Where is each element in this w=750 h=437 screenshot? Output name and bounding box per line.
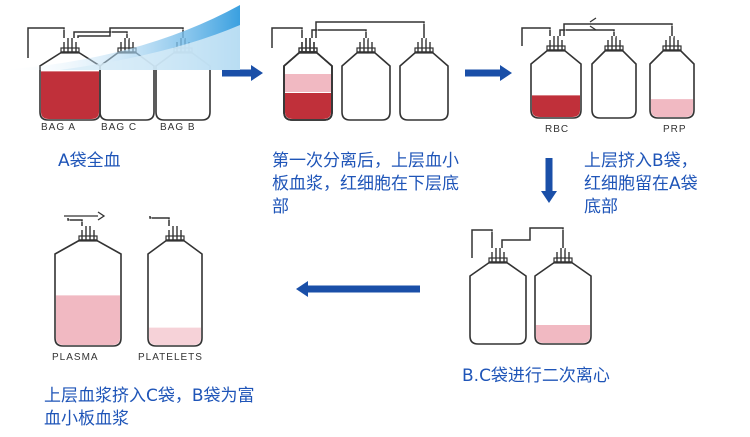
bag-b (155, 51, 211, 121)
stage4-bag-c-cap (488, 257, 508, 264)
stage5-bag-platelets (147, 239, 203, 347)
stage5-bag-plasma-cap (78, 235, 98, 242)
arrow-step-3-to-4 (541, 158, 557, 203)
stage5-tube-plasma (67, 218, 83, 226)
stage4-bag-b-cap (553, 257, 573, 264)
stage3-bag-prp (649, 49, 695, 119)
stage2-tube-a-b (315, 21, 425, 38)
stage5-bag-platelets-fill (149, 327, 201, 345)
stage3-bag-c (591, 49, 637, 119)
stage2-bag-c-cap (356, 47, 376, 54)
stage3-bag-rbc-ports (549, 36, 563, 50)
stage3-bag-prp-fill (651, 99, 693, 117)
arrow-step-4-to-5 (296, 281, 420, 297)
stage4-tube-b-c-inner (503, 229, 565, 250)
stage2-bag-a-outline (283, 51, 333, 121)
bag-a-cap (60, 47, 80, 54)
tube-a-loop-inner (29, 29, 66, 60)
bag-label-bag-b: BAG B (160, 122, 196, 133)
stage5-tube-plasma-inner (69, 219, 84, 228)
stage5-bag-platelets-cap (165, 235, 185, 242)
bag-label-bag-a: BAG A (41, 122, 77, 133)
stage4-tube-loop-inner (473, 231, 494, 260)
step-2-caption: 第一次分离后，上层血小板血浆，红细胞在下层底部 (272, 151, 459, 217)
stage3-tube-a-c (559, 29, 615, 36)
stage3-clamp (589, 17, 597, 31)
stage3-bag-rbc-fill (532, 95, 580, 117)
stage5-tube-platelets (149, 216, 170, 226)
stage3-bag-c-cap (604, 45, 624, 52)
stage3-tube-a-b-inner (565, 25, 674, 38)
stage3-bag-prp-ports (665, 36, 679, 50)
stage3-tube-a-b (563, 23, 673, 36)
arrow-step-1-to-2 (222, 65, 263, 81)
tube-a-c-inner (75, 33, 129, 40)
stage2-bag-a-top-cap (298, 47, 318, 54)
stage5-bag-plasma-fill (56, 295, 120, 345)
stage2-tube-loop (271, 27, 303, 48)
stage5-tube-platelets-inner (151, 217, 171, 228)
stage2-tube-a-c (311, 29, 367, 38)
stage2-bag-a-top-ports (301, 38, 315, 52)
stage4-bag-b (534, 261, 592, 345)
tube-a-loop (27, 27, 65, 58)
stage3-bag-rbc-cap (546, 45, 566, 52)
step-1-caption: A袋全血 (58, 151, 121, 171)
stage5-bag-plasma-ports (81, 226, 95, 240)
stage2-bag-c-ports (359, 38, 373, 52)
stage5-bag-platelets-ports (168, 226, 182, 240)
bag-label-prp: PRP (663, 124, 687, 135)
bag-label-platelets: PLATELETS (138, 352, 203, 363)
stage3-tube-loop (521, 27, 551, 46)
decorative-swoosh (0, 5, 240, 70)
stage3-bag-rbc (530, 49, 582, 119)
stage4-bag-c (469, 261, 527, 345)
stage3-tube-a-c-inner (561, 31, 616, 38)
stage3-bag-c-ports (607, 36, 621, 50)
stage2-tube-a-c-inner (313, 31, 368, 40)
stage2-prp-layer (285, 74, 331, 92)
step-5-caption: 上层血浆挤入C袋，B袋为富血小板血浆 (44, 386, 255, 429)
step-4-caption: B.C袋进行二次离心 (462, 366, 610, 386)
tube-a-c (73, 31, 128, 38)
arrow-step-2-to-3 (465, 65, 512, 81)
stage4-bag-b-fill (536, 324, 590, 343)
stage2-bag-b-cap (414, 47, 434, 54)
stage2-tube-a-b-inner (317, 23, 426, 40)
stage5-bag-plasma (54, 239, 122, 347)
bag-a-fill (41, 71, 99, 119)
step-3-caption: 上层挤入B袋，红细胞留在A袋底部 (584, 151, 698, 217)
bag-label-plasma: PLASMA (52, 352, 99, 363)
stage2-bag-b (399, 51, 449, 121)
bag-label-rbc: RBC (545, 124, 570, 135)
stage4-tube-b-c (501, 227, 564, 248)
stage3-bag-prp-cap (662, 45, 682, 52)
bag-c (99, 51, 155, 121)
stage2-bag-c (341, 51, 391, 121)
stage4-bag-c-ports (491, 248, 505, 262)
stage4-tube-loop (471, 229, 493, 258)
bag-c-ports (120, 38, 134, 52)
stage5-clamp-plasma (64, 211, 106, 221)
bag-label-bag-c: BAG C (101, 122, 138, 133)
stage2-bag-a-ports (301, 38, 315, 52)
stage2-bag-a-fill (285, 93, 331, 119)
stage2-bag-b-ports (417, 38, 431, 52)
stage2-tube-loop-inner (273, 29, 304, 50)
stage4-bag-b-ports (556, 248, 570, 262)
stage3-tube-loop-inner (523, 29, 552, 48)
bag-a-ports (63, 38, 77, 52)
